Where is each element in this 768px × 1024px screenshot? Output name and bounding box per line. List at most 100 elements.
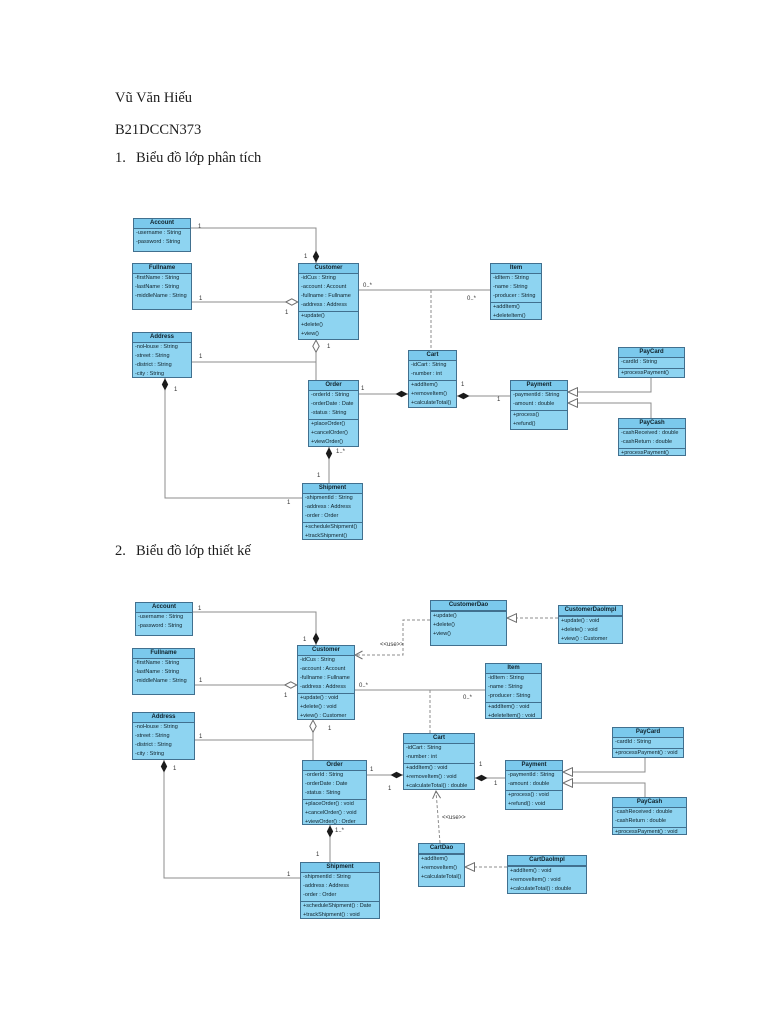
class-item: Item-idItem : String-name : String-produ… (485, 663, 542, 719)
operation: +calculateTotal() (411, 400, 452, 406)
class-name: Item (486, 664, 541, 674)
operation: +delete() (301, 322, 323, 328)
class-attributes: -shipmentId : String-address : Address-o… (301, 873, 379, 901)
student-id: B21DCCN373 (115, 122, 202, 138)
attribute: -noHouse : String (135, 724, 178, 730)
class-operations: +addItem() : void+removeItem() : void+ca… (508, 866, 586, 893)
operation: +deleteItem() (493, 313, 526, 319)
use-stereotype-label: <<use>> (380, 642, 404, 648)
class-operations: +placeOrder()+cancelOrder()+viewOrder() (309, 419, 358, 446)
attribute: -street : String (135, 733, 170, 739)
class-name: Payment (511, 381, 567, 391)
multiplicity-label: 1 (479, 762, 483, 768)
class-paycash: PayCash-cashReceived : double -cashReturn… (612, 797, 687, 835)
attribute: -number : int (411, 371, 442, 377)
operation: +scheduleShipment() : Date (303, 903, 372, 909)
attribute: -orderDate : Date (311, 401, 354, 407)
class-order: Order-orderId : String-orderDate : Date-… (308, 380, 359, 447)
attribute: -shipmentId : String (303, 874, 351, 880)
class-operations: +placeOrder() : void+cancelOrder() : voi… (303, 799, 366, 824)
attribute: -name : String (493, 284, 528, 290)
operation: +removeItem() : void (510, 877, 561, 883)
class-attributes: -noHouse : String-street : String-distri… (133, 343, 191, 377)
multiplicity-label: 0..* (463, 695, 473, 701)
connector-customerdao-customer-use (355, 619, 430, 655)
class-name: CustomerDaoImpl (559, 606, 622, 616)
section-2-number: 2. (115, 543, 126, 559)
multiplicity-label: 0..* (359, 683, 369, 689)
multiplicity-label: 1 (173, 766, 177, 772)
operation: +addItem() (421, 856, 448, 862)
class-operations: +processPayment() : void (613, 827, 686, 834)
operation: +update() (301, 313, 325, 319)
class-operations: +scheduleShipment() : Date +trackShipment… (301, 901, 379, 918)
class-operations: +addItem() : void+removeItem() : void+ca… (404, 763, 474, 789)
class-name: PayCard (613, 728, 683, 738)
class-item: Item-idItem : String-name : String-produ… (490, 263, 542, 320)
class-payment: Payment-paymentId : String-amount : doub… (510, 380, 568, 430)
attribute: -idCus : String (300, 657, 335, 663)
class-paycard: PayCard-cardId : String+processPayment()… (612, 727, 684, 758)
connector-address-shipment (160, 760, 300, 879)
class-order: Order-orderId : String-orderDate : Date-… (302, 760, 367, 825)
attribute: -producer : String (488, 693, 531, 699)
attribute: -middleName : String (135, 293, 187, 299)
attribute: -street : String (135, 353, 170, 359)
class-attributes: -username : String-password : String (136, 613, 192, 632)
class-attributes: -idCart : String-number : int (404, 744, 474, 763)
class-attributes: -cashReceived : double -cashReturn : doub… (613, 808, 686, 827)
class-attributes: -noHouse : String-street : String-distri… (133, 723, 194, 759)
attribute: -address : Address (305, 504, 351, 510)
multiplicity-label: 1 (287, 872, 291, 878)
operation: +calculateTotal() : double (510, 886, 572, 892)
operation: +calculateTotal() (421, 874, 462, 880)
attribute: -idCus : String (301, 275, 336, 281)
multiplicity-label: 1..* (335, 828, 345, 834)
operation: +cancelOrder() (311, 430, 348, 436)
class-cart: Cart-idCart : String-number : int+addIte… (403, 733, 475, 790)
class-attributes: -username : String-password : String (134, 229, 190, 248)
section-1-heading: 1. Biểu đồ lớp phân tích (115, 150, 261, 167)
class-name: PayCard (619, 348, 684, 358)
class-operations: +update()+delete()+view() (431, 611, 506, 645)
attribute: -city : String (135, 751, 165, 757)
attribute: -fullname : Fullname (301, 293, 351, 299)
attribute: -cashReceived : double (621, 430, 679, 436)
operation: +trackShipment() : void (303, 912, 360, 918)
class-operations: +processPayment() (619, 368, 684, 377)
class-operations: +process() : void+refund() : void (506, 790, 562, 809)
operation: +view() (301, 331, 319, 337)
attribute: -name : String (488, 684, 523, 690)
connector-cartdao-cart-use (436, 791, 440, 844)
class-name: Fullname (133, 649, 194, 659)
class-name: Address (133, 333, 191, 343)
operation: +calculateTotal() : double (406, 783, 468, 789)
section-1-title: Biểu đồ lớp phân tích (136, 150, 262, 166)
class-name: Address (133, 713, 194, 723)
attribute: -shipmentId : String (305, 495, 353, 501)
multiplicity-label: 1 (284, 693, 288, 699)
operation: +view() : Customer (300, 713, 347, 719)
class-paycard: PayCard-cardId : String+processPayment() (618, 347, 685, 378)
operation: +trackShipment() (305, 533, 348, 539)
multiplicity-label: 1 (198, 606, 202, 612)
class-name: CartDaoImpl (508, 856, 586, 866)
class-name: Cart (409, 351, 456, 361)
operation: +update() (433, 613, 457, 619)
class-name: PayCash (613, 798, 686, 808)
attribute: -cashReturn : double (615, 818, 667, 824)
operation: +view() : Customer (561, 636, 608, 642)
operation: +update() : void (561, 618, 600, 624)
class-cartdao: CartDao+addItem()+removeItem()+calculate… (418, 843, 465, 887)
class-account: Account-username : String-password : Str… (135, 602, 193, 636)
class-address: Address-noHouse : String -street : String… (132, 712, 195, 760)
operation: +addItem() : void (406, 765, 448, 771)
attribute: -middleName : String (135, 678, 187, 684)
multiplicity-label: 1 (494, 781, 498, 787)
operation: +delete() : void (300, 704, 337, 710)
class-name: Fullname (133, 264, 191, 274)
class-name: Payment (506, 761, 562, 771)
attribute: -cashReceived : double (615, 809, 673, 815)
